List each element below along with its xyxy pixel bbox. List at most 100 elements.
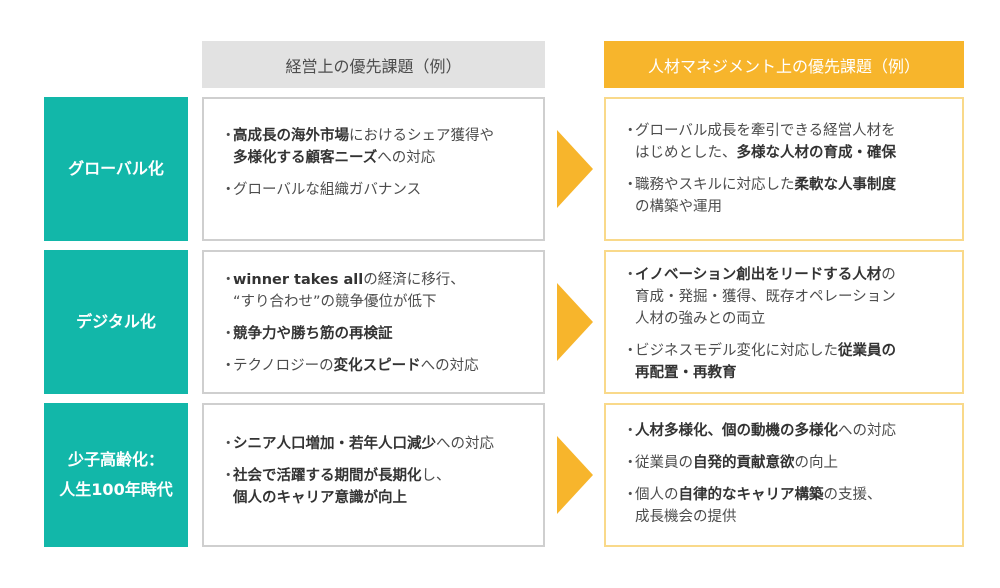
plain-text: し、 bbox=[421, 468, 451, 484]
row-label-digitalization: デジタル化 bbox=[44, 250, 188, 394]
arrow-icon bbox=[557, 436, 593, 514]
row-label-text: グローバル化 bbox=[68, 159, 164, 178]
emphasis-text: 自発的貢献意欲 bbox=[693, 455, 795, 471]
bullet-icon: ・ bbox=[221, 468, 236, 484]
header-business-priorities: 経営上の優先課題（例） bbox=[202, 41, 545, 88]
bullet-text: 高成長の海外市場におけるシェア獲得や 多様化する顧客ニーズへの対応 bbox=[233, 125, 494, 169]
bullet-icon: ・ bbox=[623, 177, 638, 193]
emphasis-text: 競争力や勝ち筋の再検証 bbox=[233, 326, 393, 342]
emphasis-text: シニア人口増加・若年人口減少 bbox=[233, 436, 436, 452]
emphasis-text: 社会で活躍する期間が長期化 bbox=[233, 468, 422, 484]
bullet-item: ・個人の自律的なキャリア構築の支援、 成長機会の提供 bbox=[623, 484, 952, 528]
emphasis-text: 個人のキャリア意識が向上 bbox=[233, 490, 407, 506]
arrow-icon bbox=[557, 130, 593, 208]
arrow-icon bbox=[557, 283, 593, 361]
hr-item-list: ・イノベーション創出をリードする人材の 育成・発掘・獲得、既存オペレーション 人… bbox=[606, 264, 962, 384]
bullet-item: ・winner takes allの経済に移行、 “すり合わせ”の競争優位が低下 bbox=[221, 269, 533, 313]
bullet-text: グローバル成長を牽引できる経営人材を はじめとした、多様な人材の育成・確保 bbox=[635, 120, 896, 164]
business-cell-aging: ・シニア人口増加・若年人口減少への対応・社会で活躍する期間が長期化し、 個人のキ… bbox=[202, 403, 545, 547]
plain-text: の構築や運用 bbox=[635, 199, 722, 215]
hr-cell-digitalization: ・イノベーション創出をリードする人材の 育成・発掘・獲得、既存オペレーション 人… bbox=[604, 250, 964, 394]
emphasis-text: 高成長の海外市場 bbox=[233, 128, 349, 144]
bullet-text: グローバルな組織ガバナンス bbox=[233, 179, 421, 201]
emphasis-text: 多様化する顧客ニーズ bbox=[233, 150, 378, 166]
bullet-icon: ・ bbox=[623, 267, 638, 283]
bullet-icon: ・ bbox=[623, 423, 638, 439]
bullet-item: ・テクノロジーの変化スピードへの対応 bbox=[221, 355, 533, 377]
row-label-text: デジタル化 bbox=[76, 312, 156, 331]
bullet-item: ・社会で活躍する期間が長期化し、 個人のキャリア意識が向上 bbox=[221, 465, 533, 509]
plain-text: の支援、 成長機会の提供 bbox=[635, 487, 882, 525]
bullet-item: ・イノベーション創出をリードする人材の 育成・発掘・獲得、既存オペレーション 人… bbox=[623, 264, 952, 330]
plain-text: への対応 bbox=[377, 150, 436, 166]
plain-text: ビジネスモデル変化に対応した bbox=[635, 343, 838, 359]
plain-text: グローバル成長を牽引できる経営人材を はじめとした、 bbox=[635, 123, 896, 161]
bullet-text: winner takes allの経済に移行、 “すり合わせ”の競争優位が低下 bbox=[233, 269, 465, 313]
bullet-text: 職務やスキルに対応した柔軟な人事制度 の構築や運用 bbox=[635, 174, 896, 218]
plain-text: の経済に移行、 “すり合わせ”の競争優位が低下 bbox=[233, 272, 465, 310]
emphasis-text: 多様な人材の育成・確保 bbox=[736, 145, 897, 161]
bullet-text: 競争力や勝ち筋の再検証 bbox=[233, 323, 393, 345]
business-item-list: ・シニア人口増加・若年人口減少への対応・社会で活躍する期間が長期化し、 個人のキ… bbox=[204, 433, 543, 509]
bullet-item: ・従業員の自発的貢献意欲の向上 bbox=[623, 452, 952, 474]
bullet-icon: ・ bbox=[623, 123, 638, 139]
bullet-icon: ・ bbox=[623, 343, 638, 359]
bullet-icon: ・ bbox=[221, 436, 236, 452]
bullet-item: ・高成長の海外市場におけるシェア獲得や 多様化する顧客ニーズへの対応 bbox=[221, 125, 533, 169]
bullet-item: ・ビジネスモデル変化に対応した従業員の 再配置・再教育 bbox=[623, 340, 952, 384]
business-cell-digitalization: ・winner takes allの経済に移行、 “すり合わせ”の競争優位が低下… bbox=[202, 250, 545, 394]
emphasis-text: winner takes all bbox=[233, 272, 364, 288]
row-label-globalization: グローバル化 bbox=[44, 97, 188, 241]
plain-text: 職務やスキルに対応した bbox=[635, 177, 795, 193]
hr-item-list: ・グローバル成長を牽引できる経営人材を はじめとした、多様な人材の育成・確保・職… bbox=[606, 120, 962, 218]
bullet-item: ・グローバルな組織ガバナンス bbox=[221, 179, 533, 201]
emphasis-text: イノベーション創出をリードする人材 bbox=[635, 267, 882, 283]
bullet-text: 個人の自律的なキャリア構築の支援、 成長機会の提供 bbox=[635, 484, 882, 528]
row-label-text: 少子高齢化： 人生100年時代 bbox=[59, 450, 173, 499]
emphasis-text: 柔軟な人事制度 bbox=[794, 177, 897, 193]
header-hr-priorities-label: 人材マネジメント上の優先課題（例） bbox=[647, 56, 920, 76]
header-business-priorities-label: 経営上の優先課題（例） bbox=[285, 56, 462, 76]
bullet-item: ・職務やスキルに対応した柔軟な人事制度 の構築や運用 bbox=[623, 174, 952, 218]
row-label-aging: 少子高齢化： 人生100年時代 bbox=[44, 403, 188, 547]
bullet-text: 人材多様化、個の動機の多様化への対応 bbox=[635, 420, 896, 442]
hr-cell-globalization: ・グローバル成長を牽引できる経営人材を はじめとした、多様な人材の育成・確保・職… bbox=[604, 97, 964, 241]
bullet-item: ・競争力や勝ち筋の再検証 bbox=[221, 323, 533, 345]
hr-cell-aging: ・人材多様化、個の動機の多様化への対応・従業員の自発的貢献意欲の向上・個人の自律… bbox=[604, 403, 964, 547]
bullet-item: ・グローバル成長を牽引できる経営人材を はじめとした、多様な人材の育成・確保 bbox=[623, 120, 952, 164]
plain-text: への対応 bbox=[838, 423, 896, 439]
business-item-list: ・高成長の海外市場におけるシェア獲得や 多様化する顧客ニーズへの対応・グローバル… bbox=[204, 125, 543, 201]
plain-text: の 育成・発掘・獲得、既存オペレーション 人材の強みとの両立 bbox=[635, 267, 896, 327]
plain-text: におけるシェア獲得や bbox=[349, 128, 494, 144]
bullet-icon: ・ bbox=[221, 272, 236, 288]
plain-text: への対応 bbox=[420, 358, 479, 374]
plain-text: テクノロジーの bbox=[233, 358, 334, 374]
plain-text: グローバルな組織ガバナンス bbox=[233, 182, 422, 198]
plain-text: 従業員の bbox=[635, 455, 693, 471]
business-cell-globalization: ・高成長の海外市場におけるシェア獲得や 多様化する顧客ニーズへの対応・グローバル… bbox=[202, 97, 545, 241]
bullet-icon: ・ bbox=[221, 182, 236, 198]
bullet-item: ・シニア人口増加・若年人口減少への対応 bbox=[221, 433, 533, 455]
plain-text: の向上 bbox=[794, 455, 839, 471]
bullet-text: シニア人口増加・若年人口減少への対応 bbox=[233, 433, 494, 455]
header-hr-priorities: 人材マネジメント上の優先課題（例） bbox=[604, 41, 964, 88]
bullet-text: ビジネスモデル変化に対応した従業員の 再配置・再教育 bbox=[635, 340, 896, 384]
emphasis-text: 人材多様化、個の動機の多様化 bbox=[635, 423, 838, 439]
bullet-text: テクノロジーの変化スピードへの対応 bbox=[233, 355, 479, 377]
bullet-text: 従業員の自発的貢献意欲の向上 bbox=[635, 452, 838, 474]
bullet-text: 社会で活躍する期間が長期化し、 個人のキャリア意識が向上 bbox=[233, 465, 451, 509]
business-item-list: ・winner takes allの経済に移行、 “すり合わせ”の競争優位が低下… bbox=[204, 269, 543, 377]
emphasis-text: 従業員の 再配置・再教育 bbox=[635, 343, 896, 381]
bullet-icon: ・ bbox=[623, 455, 638, 471]
plain-text: 個人の bbox=[635, 487, 679, 503]
plain-text: への対応 bbox=[436, 436, 494, 452]
emphasis-text: 変化スピード bbox=[333, 358, 421, 374]
bullet-text: イノベーション創出をリードする人材の 育成・発掘・獲得、既存オペレーション 人材… bbox=[635, 264, 896, 330]
bullet-icon: ・ bbox=[221, 326, 236, 342]
bullet-icon: ・ bbox=[221, 358, 236, 374]
bullet-icon: ・ bbox=[623, 487, 638, 503]
emphasis-text: 自律的なキャリア構築 bbox=[678, 487, 824, 503]
bullet-icon: ・ bbox=[221, 128, 236, 144]
bullet-item: ・人材多様化、個の動機の多様化への対応 bbox=[623, 420, 952, 442]
hr-item-list: ・人材多様化、個の動機の多様化への対応・従業員の自発的貢献意欲の向上・個人の自律… bbox=[606, 420, 962, 528]
